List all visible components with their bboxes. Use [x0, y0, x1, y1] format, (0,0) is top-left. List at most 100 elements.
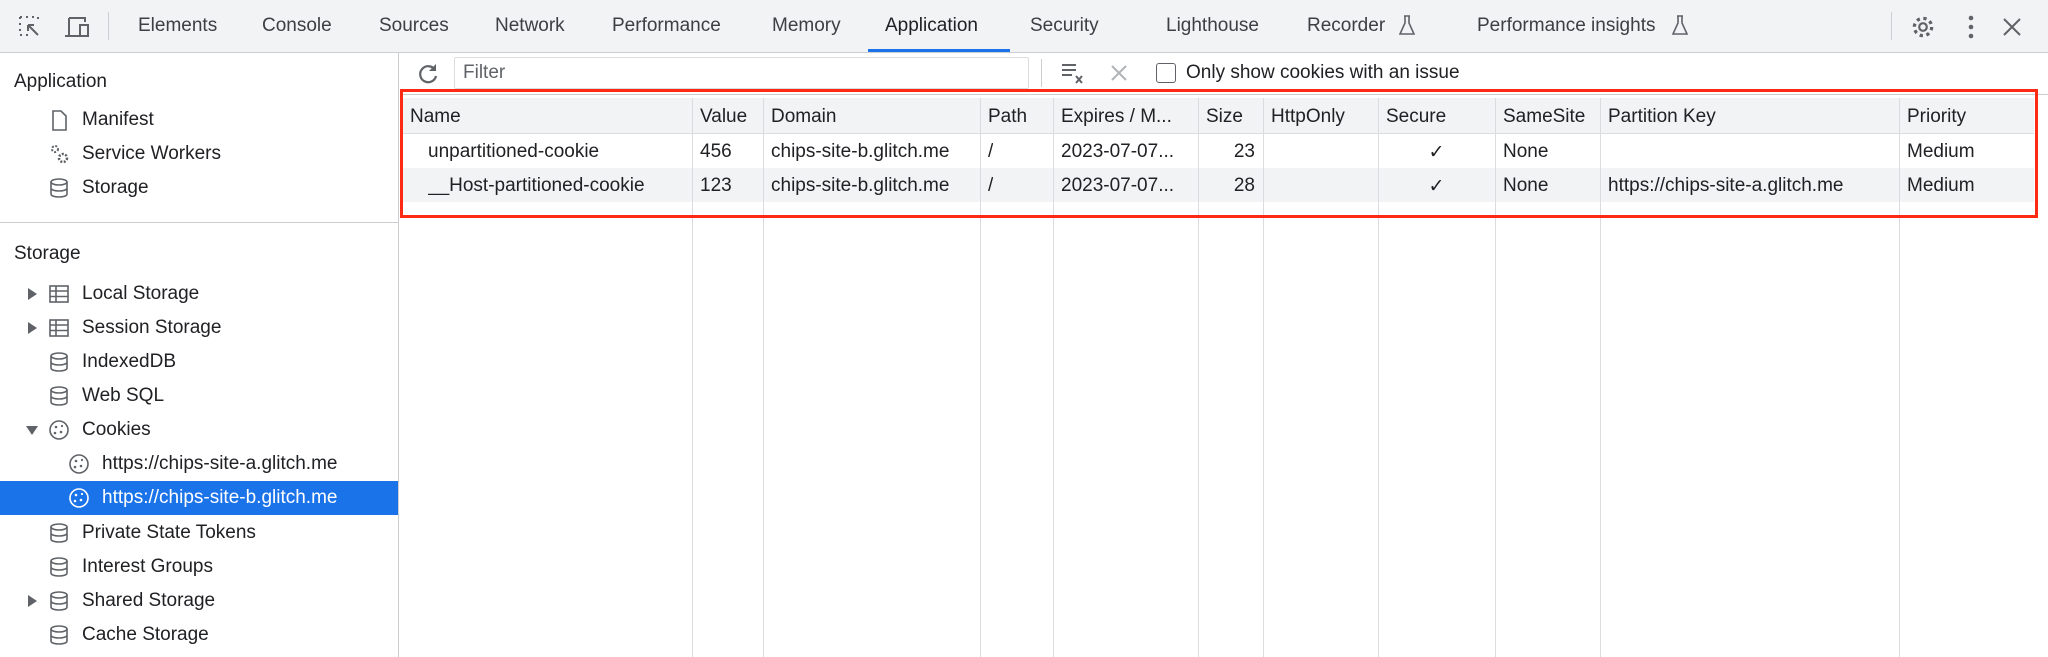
tab-console[interactable]: Console: [262, 15, 332, 36]
settings-gear-icon[interactable]: [1910, 14, 1936, 40]
active-tab-indicator: [868, 49, 1010, 52]
column-divider[interactable]: [1899, 98, 1900, 657]
sidebar-item-indexeddb[interactable]: IndexedDB: [0, 345, 398, 379]
tab-memory[interactable]: Memory: [772, 15, 841, 36]
refresh-icon[interactable]: [416, 62, 440, 86]
cookie-icon: [69, 454, 89, 474]
experiment-flask-icon: [1399, 15, 1415, 35]
sidebar-item-label: Web SQL: [82, 385, 165, 406]
column-header-priority[interactable]: Priority: [1907, 106, 1967, 127]
column-header-path[interactable]: Path: [988, 106, 1028, 127]
sidebar-item-service-workers[interactable]: Service Workers: [0, 137, 398, 171]
database-icon: [50, 386, 68, 406]
tab-sources[interactable]: Sources: [379, 15, 449, 36]
sidebar-item-https-chips-site-b-glitch-me[interactable]: https://chips-site-b.glitch.me: [0, 481, 398, 515]
sidebar-item-label: Local Storage: [82, 283, 200, 304]
sidebar-item-label: Interest Groups: [82, 556, 213, 577]
experiment-flask-icon: [1672, 15, 1688, 35]
column-divider[interactable]: [980, 98, 981, 657]
inspect-element-icon[interactable]: [18, 15, 42, 39]
cookie-filter-toolbar: Only show cookies with an issue: [400, 53, 2048, 95]
column-divider[interactable]: [1263, 98, 1264, 657]
column-divider[interactable]: [1495, 98, 1496, 657]
database-icon: [50, 557, 68, 577]
tab-lighthouse[interactable]: Lighthouse: [1166, 15, 1259, 36]
column-header-domain[interactable]: Domain: [771, 106, 837, 127]
sidebar-item-session-storage[interactable]: Session Storage: [0, 311, 398, 345]
column-divider[interactable]: [1600, 98, 1601, 657]
sidebar-item-manifest[interactable]: Manifest: [0, 103, 398, 137]
expand-arrow-right-icon[interactable]: [28, 288, 37, 300]
sidebar-item-interest-groups[interactable]: Interest Groups: [0, 550, 398, 584]
sidebar-item-label: https://chips-site-a.glitch.me: [102, 453, 338, 474]
only-issue-label: Only show cookies with an issue: [1186, 62, 1460, 83]
cell-name: unpartitioned-cookie: [428, 141, 600, 162]
more-options-icon[interactable]: [1966, 14, 1976, 40]
cell-partition-key: https://chips-site-a.glitch.me: [1608, 175, 1844, 196]
cell-size: 23: [1233, 141, 1255, 162]
column-header-value[interactable]: Value: [700, 106, 748, 127]
database-icon: [50, 625, 68, 645]
sidebar-item-https-chips-site-a-glitch-me[interactable]: https://chips-site-a.glitch.me: [0, 447, 398, 481]
sidebar-item-label: https://chips-site-b.glitch.me: [102, 487, 338, 508]
column-header-name[interactable]: Name: [410, 106, 461, 127]
sidebar-item-label: Storage: [82, 177, 149, 198]
sidebar-item-cache-storage[interactable]: Cache Storage: [0, 618, 398, 652]
tab-security[interactable]: Security: [1030, 15, 1099, 36]
tab-elements[interactable]: Elements: [138, 15, 218, 36]
cookie-icon: [49, 420, 69, 440]
sidebar-item-cookies[interactable]: Cookies: [0, 413, 398, 447]
column-divider[interactable]: [692, 98, 693, 657]
column-header-httponly[interactable]: HttpOnly: [1271, 106, 1345, 127]
device-toolbar-icon[interactable]: [64, 15, 90, 39]
cell-path: /: [988, 141, 994, 162]
cell-size: 28: [1233, 175, 1255, 196]
cell-secure: ✓: [1428, 142, 1445, 163]
sidebar-item-label: Private State Tokens: [82, 522, 256, 543]
sidebar-item-label: IndexedDB: [82, 351, 177, 372]
column-divider[interactable]: [1053, 98, 1054, 657]
database-icon: [50, 352, 68, 372]
tab-recorder[interactable]: Recorder: [1307, 15, 1386, 36]
column-header-partition-key[interactable]: Partition Key: [1608, 106, 1716, 127]
table-header: Name Value Domain Path Expires / M... Size Htt…: [402, 98, 2034, 134]
column-divider[interactable]: [1378, 98, 1379, 657]
clear-all-cookies-icon[interactable]: [1060, 61, 1086, 85]
tab-network[interactable]: Network: [495, 15, 565, 36]
sidebar-item-label: Shared Storage: [82, 590, 216, 611]
sidebar-item-web-sql[interactable]: Web SQL: [0, 379, 398, 413]
table-grid-icon: [49, 319, 69, 337]
filter-input[interactable]: [454, 57, 1029, 89]
column-divider[interactable]: [763, 98, 764, 657]
close-devtools-icon[interactable]: [2002, 17, 2022, 37]
column-header-samesite[interactable]: SameSite: [1503, 106, 1586, 127]
column-header-secure[interactable]: Secure: [1386, 106, 1447, 127]
column-divider[interactable]: [1198, 98, 1199, 657]
cell-secure: ✓: [1428, 176, 1445, 197]
sidebar-item-label: Session Storage: [82, 317, 222, 338]
tab-application[interactable]: Application: [885, 15, 978, 36]
tab-performance[interactable]: Performance: [612, 15, 721, 36]
tab-performance-insights[interactable]: Performance insights: [1477, 15, 1656, 36]
sidebar-item-label: Service Workers: [82, 143, 222, 164]
cookies-table: Name Value Domain Path Expires / M... Size Htt…: [402, 98, 2034, 657]
only-issue-checkbox[interactable]: [1156, 63, 1176, 83]
expand-arrow-right-icon[interactable]: [28, 595, 37, 607]
manifest-document-icon: [52, 110, 67, 131]
column-header-size[interactable]: Size: [1206, 106, 1243, 127]
sidebar-item-shared-storage[interactable]: Shared Storage: [0, 584, 398, 618]
sidebar-section-application: Application: [14, 71, 107, 92]
sidebar-item-storage[interactable]: Storage: [0, 171, 398, 205]
sidebar-item-label: Manifest: [82, 109, 154, 130]
expand-arrow-right-icon[interactable]: [28, 322, 37, 334]
column-header-expires-m[interactable]: Expires / M...: [1061, 106, 1172, 127]
expand-arrow-down-icon[interactable]: [26, 426, 38, 435]
sidebar-item-local-storage[interactable]: Local Storage: [0, 277, 398, 311]
delete-selected-icon[interactable]: [1110, 64, 1128, 82]
devtools-tabbar: Elements Console Sources Network Performance…: [0, 0, 2048, 53]
sidebar-item-private-state-tokens[interactable]: Private State Tokens: [0, 516, 398, 550]
sidebar-item-label: Cookies: [82, 419, 151, 440]
